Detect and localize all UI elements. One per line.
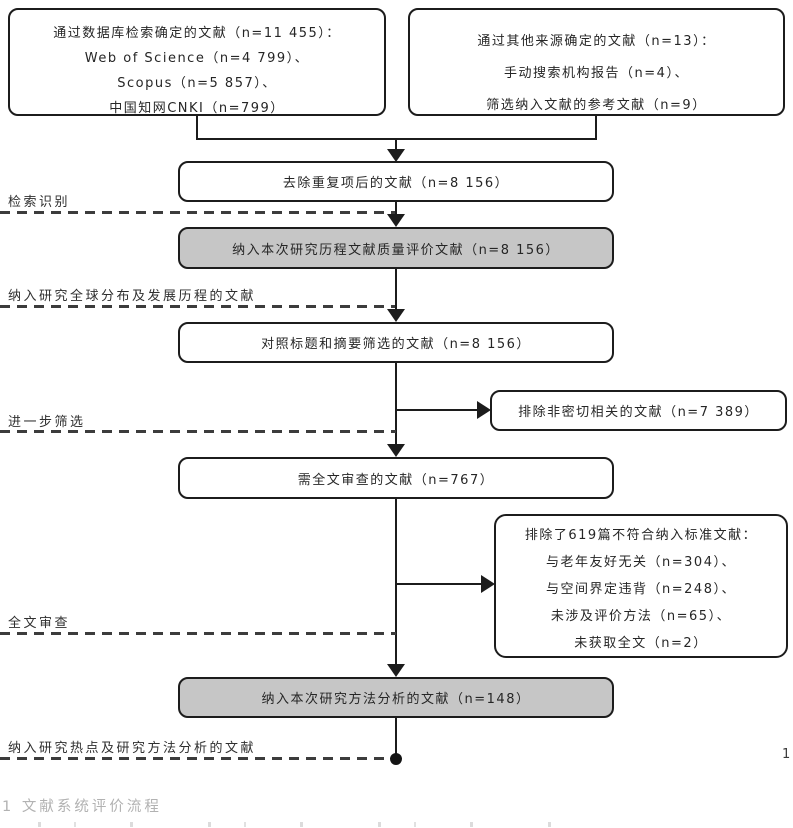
box-deduplicated: 去除重复项后的文献（n=8 156）	[178, 161, 614, 202]
box-line: 中国知网CNKI（n=799）	[109, 101, 285, 116]
connector-line	[395, 269, 397, 311]
arrowhead-down-icon	[387, 214, 405, 227]
connector-line	[395, 718, 397, 756]
box-database-sources: 通过数据库检索确定的文献（n=11 455）： Web of Science（n…	[8, 8, 386, 116]
arrowhead-right-icon	[477, 401, 491, 419]
box-line: Web of Science（n=4 799）、	[84, 51, 310, 66]
box-label: 排除非密切相关的文献（n=7 389）	[518, 405, 759, 420]
merge-line-horizontal	[196, 138, 597, 140]
figure-caption: 1 文献系统评价流程	[2, 799, 162, 815]
page-number: 1	[782, 747, 791, 762]
box-label: 去除重复项后的文献（n=8 156）	[282, 176, 510, 191]
phase-divider-further-screening	[0, 430, 396, 433]
box-line: Scopus（n=5 857）、	[117, 76, 277, 91]
merge-line-left	[196, 115, 198, 140]
box-label: 需全文审查的文献（n=767）	[297, 472, 495, 488]
stage-label-hotspot-method: 纳入研究热点及研究方法分析的文献	[8, 741, 257, 756]
merge-line-center	[395, 140, 397, 150]
phase-divider-global-distribution	[0, 305, 396, 308]
phase-divider-identification	[0, 211, 396, 214]
box-line: 未涉及评价方法（n=65）、	[550, 609, 732, 624]
stage-label-identification: 检索识别	[8, 195, 71, 210]
box-label: 纳入本次研究方法分析的文献（n=148）	[261, 692, 531, 707]
box-line: 通过其他来源确定的文献（n=13）：	[477, 34, 716, 49]
box-title-abstract-screen: 对照标题和摘要筛选的文献（n=8 156）	[178, 322, 614, 363]
merge-line-right	[595, 115, 597, 140]
box-method-analysis: 纳入本次研究方法分析的文献（n=148）	[178, 677, 614, 718]
box-label: 纳入本次研究历程文献质量评价文献（n=8 156）	[232, 242, 560, 258]
box-line: 通过数据库检索确定的文献（n=11 455）：	[53, 26, 341, 41]
box-quality-evaluation: 纳入本次研究历程文献质量评价文献（n=8 156）	[178, 227, 614, 269]
box-fulltext-needed: 需全文审查的文献（n=767）	[178, 457, 614, 499]
box-excluded-criteria: 排除了619篇不符合纳入标准文献： 与老年友好无关（n=304）、 与空间界定违…	[494, 514, 788, 658]
stage-label-global-distribution: 纳入研究全球分布及发展历程的文献	[8, 289, 257, 304]
arrowhead-down-icon	[387, 309, 405, 322]
clipped-text-artifact	[10, 822, 570, 827]
box-label: 对照标题和摘要筛选的文献（n=8 156）	[261, 337, 531, 352]
connector-line	[395, 499, 397, 665]
box-line: 未获取全文（n=2）	[574, 636, 708, 651]
box-line: 排除了619篇不符合纳入标准文献：	[524, 528, 758, 543]
arrowhead-right-icon	[481, 575, 495, 593]
box-line: 与老年友好无关（n=304）、	[546, 555, 736, 570]
connector-line	[395, 202, 397, 215]
box-line: 筛选纳入文献的参考文献（n=9）	[486, 98, 707, 113]
terminal-dot	[390, 753, 402, 765]
connector-line	[395, 363, 397, 445]
arrowhead-down-icon	[387, 444, 405, 457]
branch-line	[396, 583, 482, 585]
branch-line	[396, 409, 478, 411]
arrowhead-down-icon	[387, 149, 405, 162]
phase-divider-fulltext-review	[0, 632, 396, 635]
box-other-sources: 通过其他来源确定的文献（n=13）： 手动搜索机构报告（n=4）、 筛选纳入文献…	[408, 8, 785, 116]
box-line: 与空间界定违背（n=248）、	[546, 582, 736, 597]
stage-label-fulltext-review: 全文审查	[8, 616, 71, 631]
box-excluded-irrelevant: 排除非密切相关的文献（n=7 389）	[490, 390, 787, 431]
box-line: 手动搜索机构报告（n=4）、	[504, 66, 689, 81]
arrowhead-down-icon	[387, 664, 405, 677]
phase-divider-hotspot-method	[0, 757, 390, 760]
stage-label-further-screening: 进一步筛选	[8, 415, 86, 430]
